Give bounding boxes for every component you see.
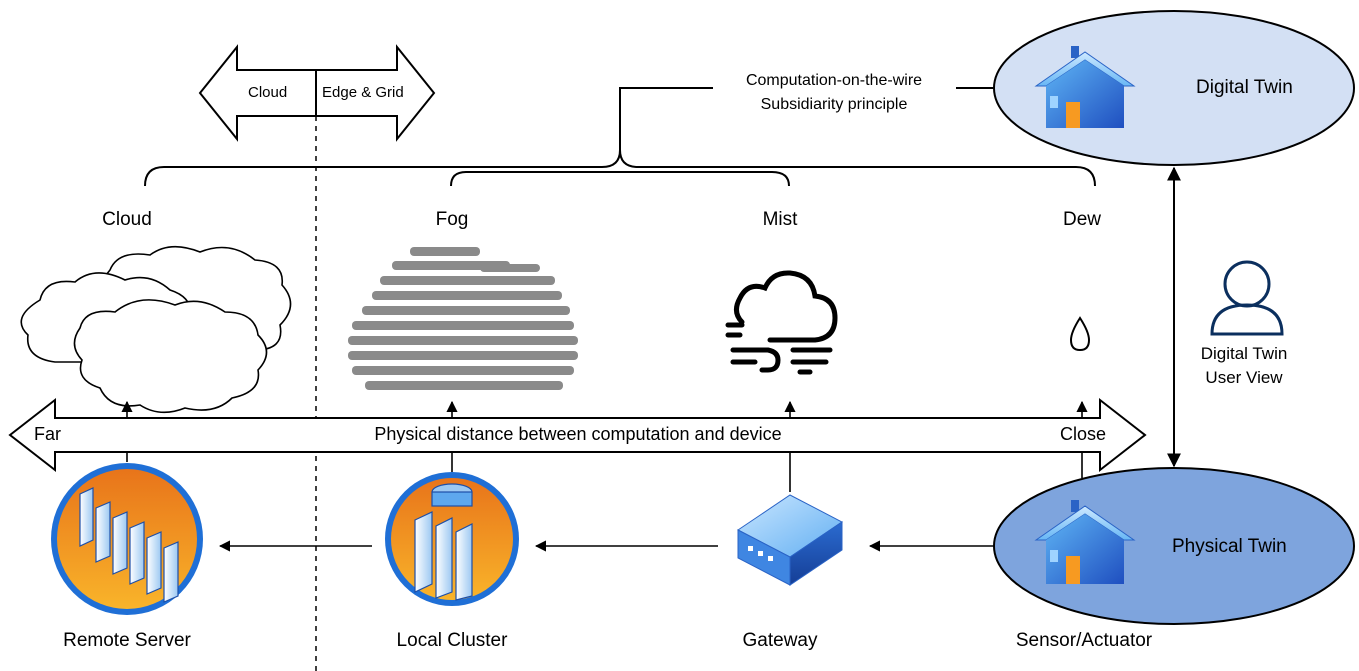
sensor-actuator-label: Sensor/Actuator <box>1015 630 1153 651</box>
local-cluster-label: Local Cluster <box>396 630 508 651</box>
digital-twin-house-icon <box>1034 46 1136 128</box>
physical-twin-label: Physical Twin <box>1172 536 1287 557</box>
cloud-edge-arrow <box>198 44 436 142</box>
annotation-line-1: Computation-on-the-wire <box>745 72 923 89</box>
header-cloud-label: Cloud <box>248 84 288 101</box>
distance-far-label: Far <box>34 424 61 444</box>
layer-cloud-label: Cloud <box>102 209 152 230</box>
distance-arrow <box>8 397 1147 473</box>
digital-twin-label: Digital Twin <box>1196 77 1293 98</box>
header-edge-grid-label: Edge & Grid <box>322 84 404 101</box>
user-view-line-1: Digital Twin <box>1200 344 1288 363</box>
local-cluster-icon <box>385 472 519 606</box>
layer-fog-label: Fog <box>435 209 469 230</box>
physical-twin-house-icon <box>1034 500 1136 584</box>
distance-close-label: Close <box>1060 424 1107 444</box>
layer-dew-label: Dew <box>1062 209 1102 230</box>
layer-connectors <box>121 400 1088 492</box>
fog-icon <box>348 247 578 390</box>
user-icon <box>1210 260 1284 336</box>
layer-mist-label: Mist <box>762 209 798 230</box>
remote-server-icon <box>51 463 203 615</box>
remote-server-label: Remote Server <box>63 630 191 651</box>
distance-label: Physical distance between computation an… <box>374 424 782 444</box>
gateway-icon <box>737 494 843 586</box>
layer-brace <box>144 149 1096 187</box>
cloud-icon <box>20 245 292 414</box>
gateway-label: Gateway <box>742 630 818 651</box>
annotation-line-2: Subsidiarity principle <box>760 96 908 113</box>
user-view-line-2: User View <box>1205 368 1283 387</box>
dew-drop-icon <box>1069 316 1091 352</box>
mist-icon <box>725 270 838 375</box>
